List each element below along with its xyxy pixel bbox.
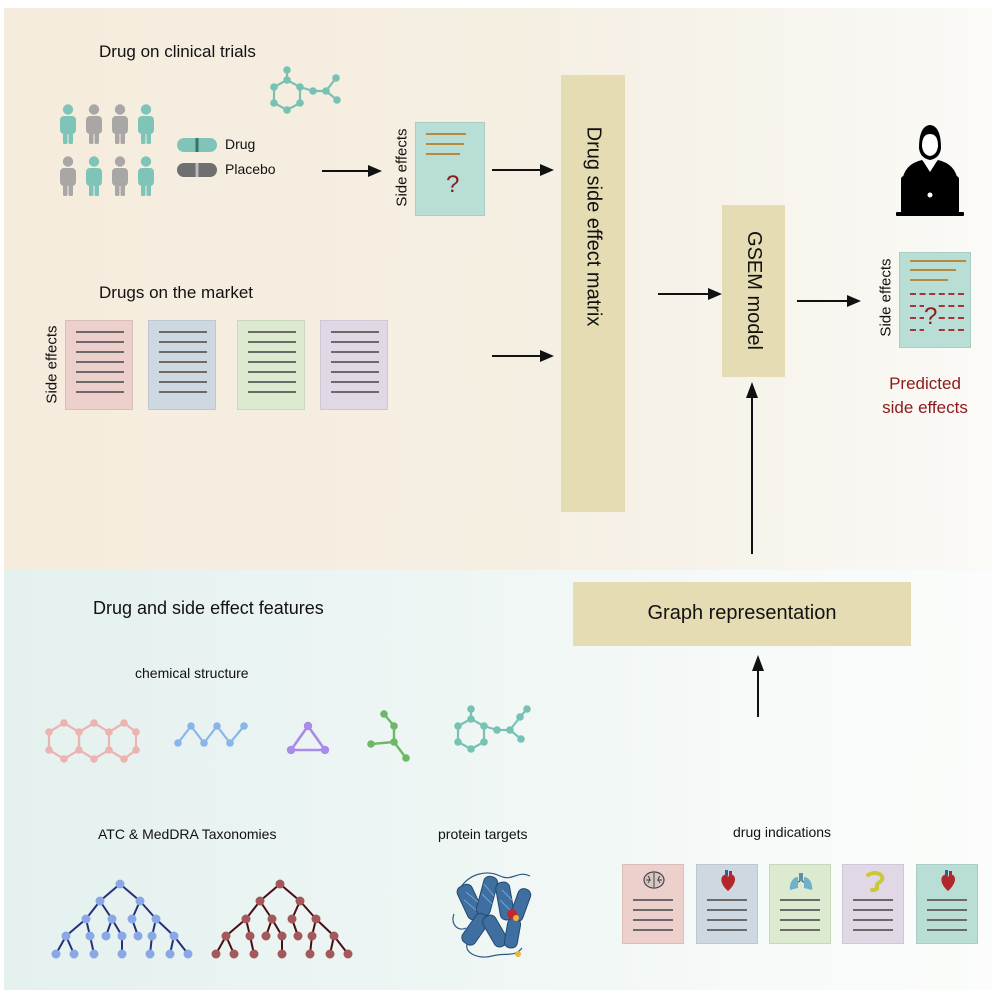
arrow-graph-to-gsem <box>746 382 758 554</box>
arrow-trials-to-doc <box>322 165 382 177</box>
predicted-caption-line1: Predicted <box>889 374 961 393</box>
gsem-label: GSEM model <box>743 231 765 350</box>
graph-representation-box: Graph representation <box>573 582 911 646</box>
gsem-model-box: GSEM model <box>722 205 785 377</box>
arrow-doc-to-matrix <box>492 164 554 176</box>
heart-organ-icon <box>721 870 736 891</box>
naphthalene-molecule-icon <box>45 719 140 763</box>
triangle-molecule-icon <box>286 721 330 755</box>
feature-molecule-icon <box>454 705 531 753</box>
heart-organ-icon <box>941 870 956 891</box>
meddra-taxonomy-tree-icon <box>211 879 353 959</box>
arrow-matrix-to-gsem <box>658 288 722 300</box>
clinical-trials-title: Drug on clinical trials <box>99 42 256 61</box>
doctor-laptop-icon <box>896 125 964 216</box>
protein-structure-icon <box>452 872 532 958</box>
placebo-pill-icon <box>177 163 217 177</box>
intestine-icon <box>866 871 885 892</box>
arrow-indications-to-graph <box>752 655 764 717</box>
patient-group-icon <box>60 104 154 196</box>
zigzag-molecule-icon <box>174 722 248 747</box>
predicted-side-effect-document: ? <box>899 252 971 348</box>
indication-doc-intestine <box>842 864 904 944</box>
market-document-purple <box>320 320 388 410</box>
clinical-side-effect-document: ? <box>415 122 485 216</box>
branched-molecule-icon <box>367 710 410 762</box>
market-document-red <box>65 320 133 410</box>
drug-indications-label: drug indications <box>733 824 832 840</box>
predicted-unknown-mark: ? <box>924 303 938 331</box>
brain-icon <box>643 871 665 889</box>
predicted-caption-line2: side effects <box>882 398 968 417</box>
drug-pill-icon <box>177 138 217 152</box>
lungs-icon <box>789 873 813 890</box>
chemical-structure-label: chemical structure <box>135 665 249 681</box>
market-side-effects-label: Side effects <box>43 325 61 404</box>
taxonomies-label: ATC & MedDRA Taxonomies <box>98 826 277 842</box>
clinical-unknown-mark: ? <box>446 171 460 198</box>
market-document-blue <box>148 320 216 410</box>
legend-drug-label: Drug <box>225 136 256 152</box>
market-title: Drugs on the market <box>99 283 254 302</box>
predicted-side-effects-axis-label: Side effects <box>877 258 895 337</box>
protein-targets-label: protein targets <box>438 826 528 842</box>
drug-side-effect-matrix-box: Drug side effect matrix <box>561 75 625 512</box>
atc-taxonomy-tree-icon <box>51 879 193 959</box>
clinical-side-effects-label: Side effects <box>393 128 411 207</box>
graph-representation-label: Graph representation <box>647 602 837 624</box>
matrix-label: Drug side effect matrix <box>582 126 605 327</box>
arrow-gsem-to-prediction <box>797 295 861 307</box>
indication-doc-lungs <box>769 864 831 944</box>
molecule-icon <box>270 66 341 114</box>
legend-placebo-label: Placebo <box>225 161 276 177</box>
indication-doc-brain <box>622 864 684 944</box>
indication-doc-heart-2 <box>916 864 978 944</box>
indication-doc-heart <box>696 864 758 944</box>
market-document-green <box>237 320 305 410</box>
features-title: Drug and side effect features <box>93 598 324 618</box>
arrow-market-to-matrix <box>492 350 554 362</box>
top-panel-background <box>4 8 992 570</box>
